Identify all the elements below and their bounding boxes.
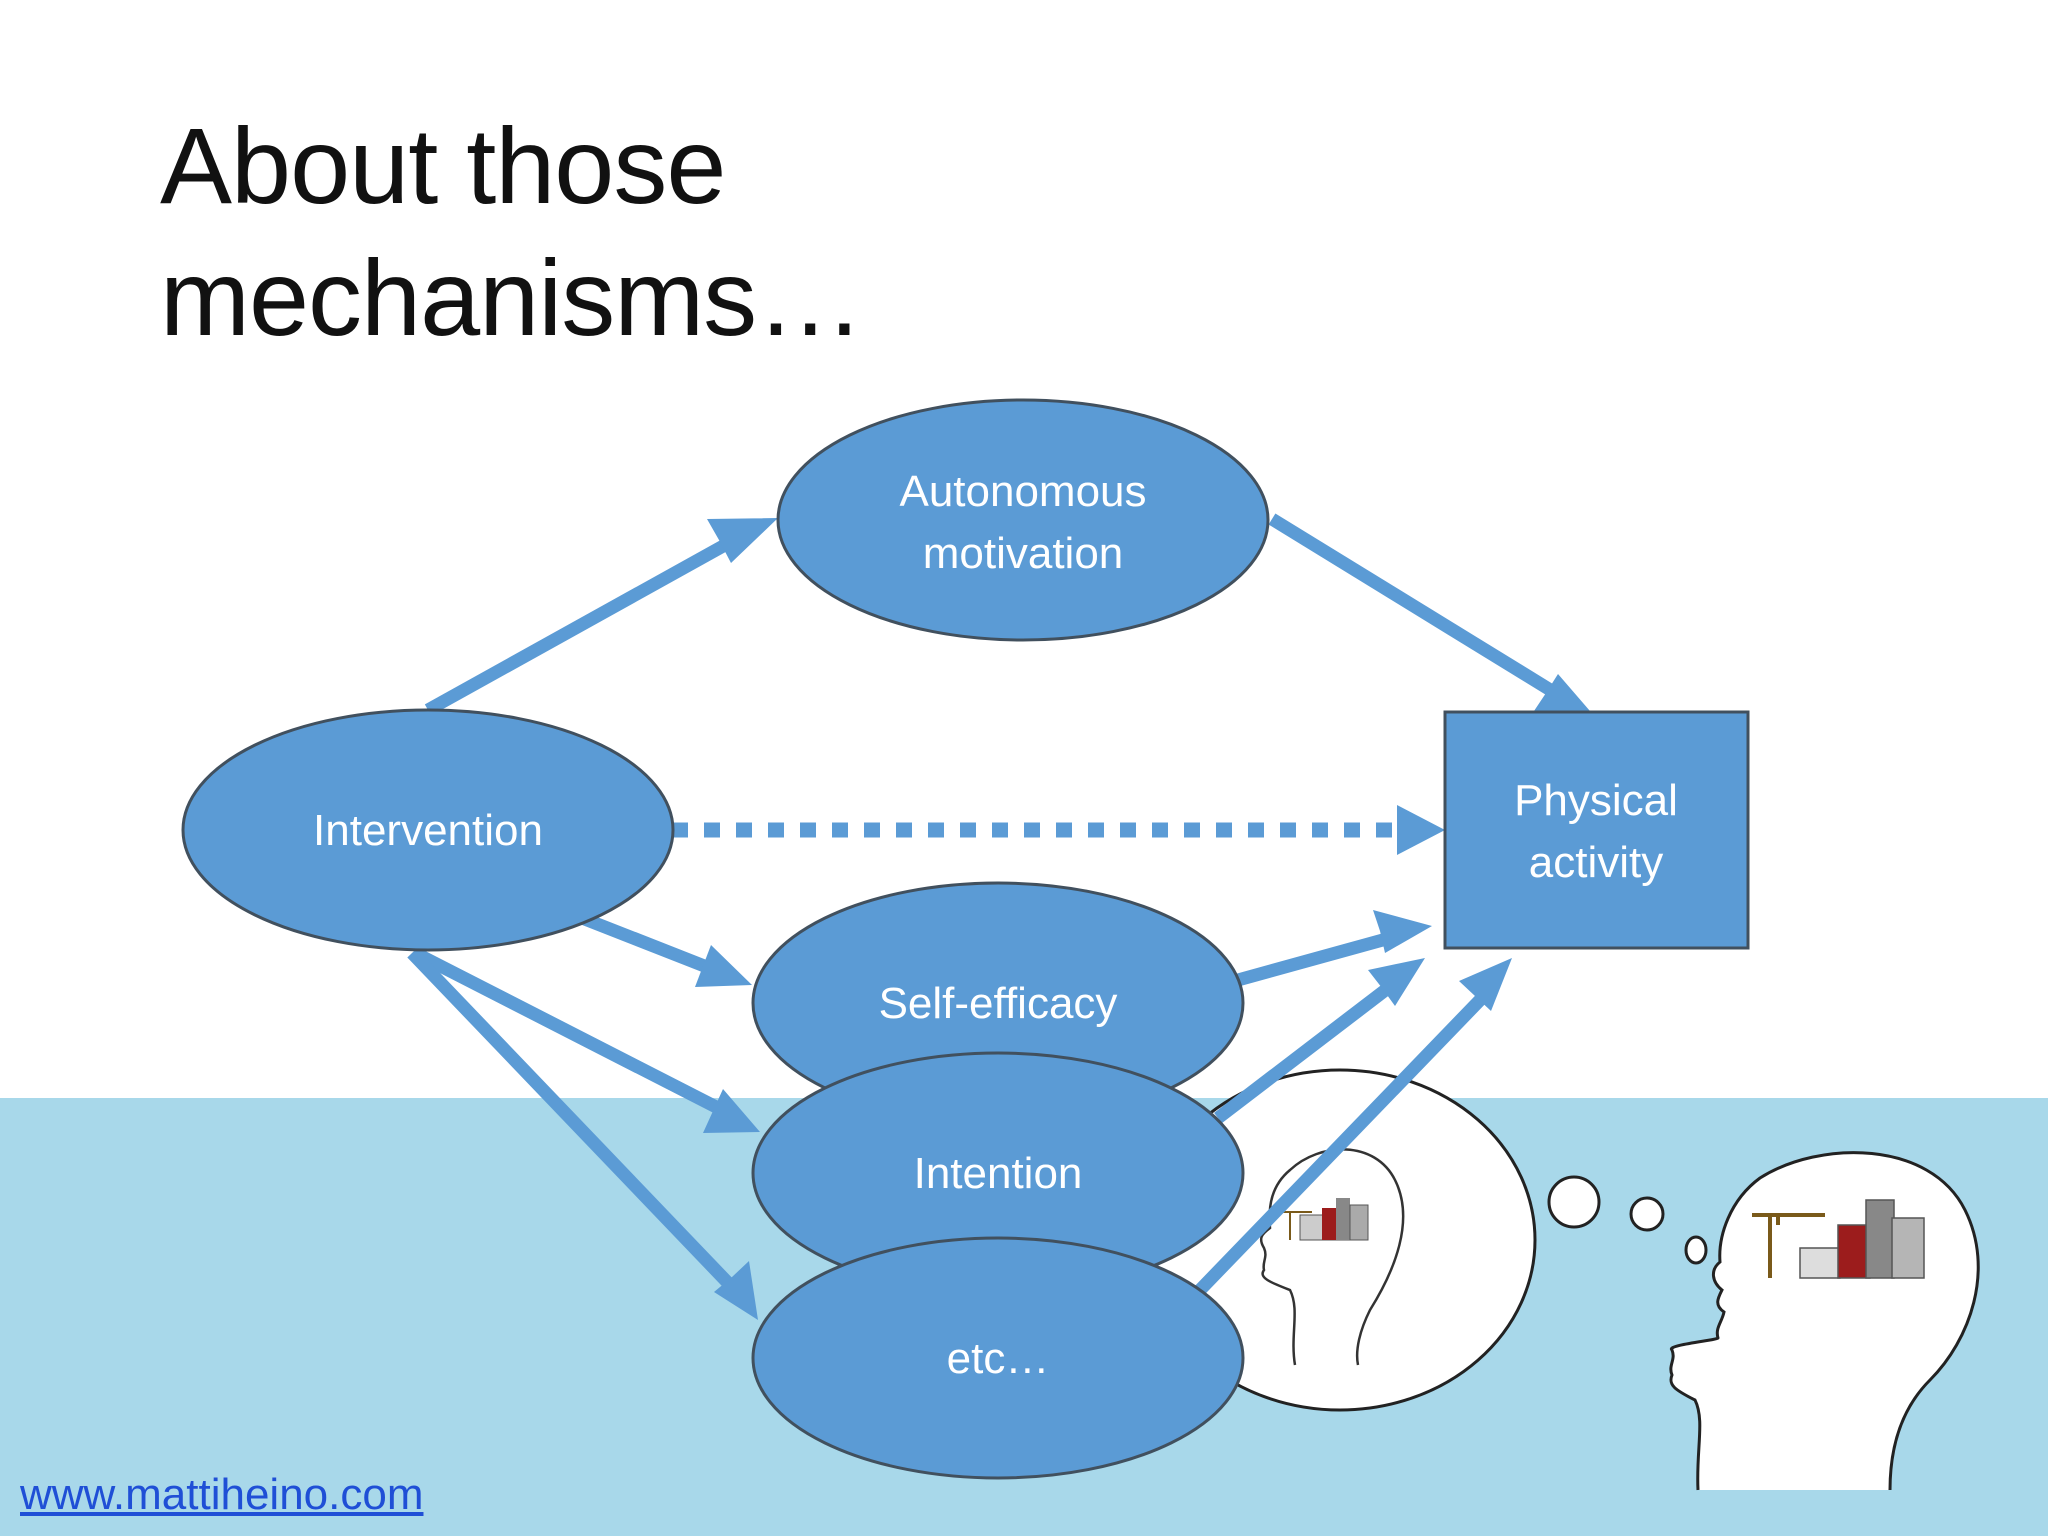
node-self-efficacy-label: Self-efficacy: [879, 979, 1118, 1028]
node-physical-line-2: activity: [1529, 838, 1663, 887]
title-line-2: mechanisms…: [160, 237, 864, 358]
city-buildings-icon-small: [1282, 1198, 1369, 1241]
person-head-icon: [1669, 1151, 1980, 1491]
node-etc: etc…: [751, 1236, 1245, 1480]
website-link[interactable]: www.mattiheino.com: [20, 1470, 424, 1519]
node-intervention-label: Intervention: [313, 806, 543, 855]
arrow-self-efficacy-to-physical: [1236, 910, 1432, 987]
node-physical-line-1: Physical: [1514, 776, 1678, 825]
node-intention: Intention: [751, 1051, 1245, 1295]
title-line-1: About those: [160, 105, 726, 226]
node-etc-label: etc…: [947, 1334, 1050, 1383]
large-head-outline: [1669, 1151, 1980, 1491]
arrows: [407, 513, 1596, 1320]
arrow-intervention-to-physical-dashed: [672, 805, 1445, 855]
node-self-efficacy: Self-efficacy: [751, 881, 1245, 1125]
thought-dot-2: [1629, 1196, 1665, 1232]
arrow-intervention-to-etc: [407, 948, 758, 1320]
arrow-intervention-to-autonomous: [424, 518, 778, 716]
arrow-autonomous-to-physical: [1268, 513, 1596, 718]
arrow-etc-to-physical: [1195, 958, 1512, 1295]
node-intention-label: Intention: [914, 1149, 1083, 1198]
arrow-intervention-to-self-efficacy: [579, 911, 752, 987]
slide-title: About those mechanisms…: [160, 100, 864, 364]
arrow-intervention-to-intention: [412, 947, 760, 1133]
city-buildings-icon: [1752, 1199, 1925, 1279]
thought-dot-3: [1684, 1235, 1708, 1265]
person-head-icon-small: [1259, 1148, 1405, 1366]
node-autonomous-line-2: motivation: [923, 529, 1124, 578]
arrow-intention-to-physical: [1214, 958, 1425, 1124]
small-head-outline: [1259, 1148, 1405, 1366]
node-autonomous-motivation: Autonomous motivation: [776, 398, 1270, 642]
node-autonomous-line-1: Autonomous: [899, 467, 1146, 516]
node-intervention: Intervention: [181, 708, 675, 952]
node-physical-activity: Physical activity: [1443, 710, 1750, 950]
thought-dot-1: [1547, 1175, 1601, 1229]
